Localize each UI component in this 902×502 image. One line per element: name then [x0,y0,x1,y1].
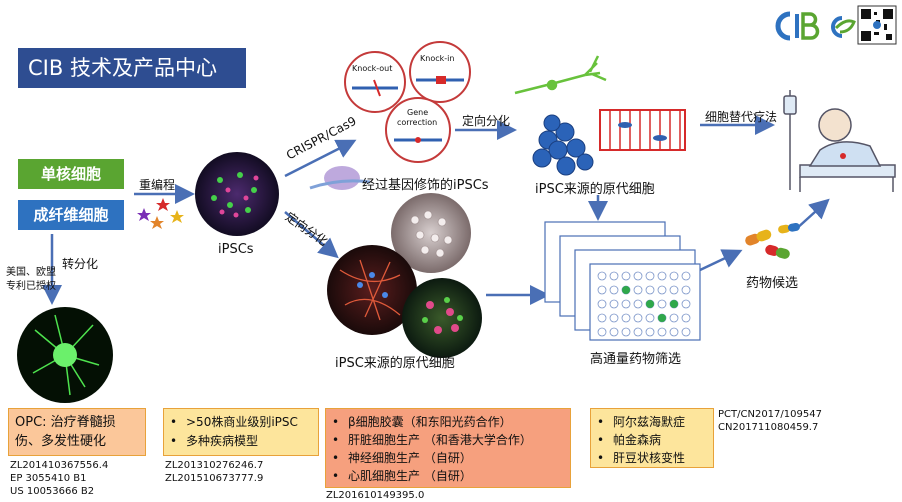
opc-line-1: OPC: 治疗脊髓损 [15,415,116,430]
cardiomyocyte-icon [599,109,686,151]
knock-in-diagram [409,41,471,103]
disease-item-2: 帕金森病 [597,431,707,449]
opc-application-box: OPC: 治疗脊髓损 伤、多发性硬化 [8,408,146,456]
patent-ipsc-1: ZL201310276246.7 [165,460,264,471]
cib-logo [775,11,820,41]
diff-item-2: 肝脏细胞生产 （和香港大学合作） [332,431,564,449]
primary-cells-bottom-label: iPSC来源的原代细胞 [335,356,455,371]
reprogram-label: 重编程 [139,178,176,192]
opc-line-2: 伤、多发性硬化 [15,434,107,449]
ipsc-products-box: >50株商业级别iPSC 多种疾病模型 [163,408,319,456]
drug-candidates-label: 药物候选 [746,276,799,291]
disease-models-box: 阿尔兹海默症 帕金森病 肝豆状核变性 [590,408,714,468]
transdiff-label: 转分化 [62,257,99,271]
patent-opc-2: EP 3055410 B1 [10,473,87,484]
patent-diff-1: ZL201610149395.0 [326,490,425,501]
patent-disease-2: CN201711080459.7 [718,422,819,433]
ipsc-colony [195,152,279,236]
patent-note-line1: 美国、欧盟 [6,267,56,278]
well-plate-icon [544,221,701,341]
diff-item-3: 神经细胞生产 （自研） [332,449,564,467]
mixed-cell-micrograph [402,278,482,358]
ipsc-item-2: 多种疾病模型 [170,432,312,451]
cas9-molecule-icon [309,166,371,190]
knock-out-diagram [344,51,406,113]
page-title: CIB 技术及产品中心 [18,48,246,88]
grey-cell-micrograph [391,193,471,273]
neuron-icon [514,55,607,95]
patent-note-line2: 专利已授权 [6,281,56,292]
diff-item-1: β细胞胶囊（和东阳光药合作） [332,413,564,431]
primary-cells-cluster [532,114,594,176]
primary-cells-top-label: iPSC来源的原代细胞 [535,182,655,197]
directed-diff-label-2: 定向分化 [462,114,511,128]
disease-item-1: 阿尔兹海默症 [597,413,707,431]
knock-in-label: Knock-in [420,54,455,63]
patent-disease-1: PCT/CN2017/109547 [718,409,822,420]
disease-item-3: 肝豆状核变性 [597,449,707,467]
patent-ipsc-2: ZL201510673777.9 [165,473,264,484]
gene-correction-label-2: correction [397,118,438,127]
gene-correction-label-1: Gene [407,108,429,117]
pill-icon [745,222,800,259]
neuron-micrograph [327,245,417,335]
gene-correction-diagram [385,97,451,163]
qr-code-icon [857,5,897,45]
ipscs-label: iPSCs [218,242,254,257]
ipsc-item-1: >50株商业级别iPSC [170,413,312,432]
patent-opc-3: US 10053666 B2 [10,486,95,497]
star-icon [137,198,184,229]
fibroblast-label: 成纤维细胞 [18,200,124,230]
cell-therapy-label: 细胞替代疗法 [705,110,778,124]
differentiation-products-box: β细胞胶囊（和东阳光药合作） 肝脏细胞生产 （和香港大学合作） 神经细胞生产 （… [325,408,571,488]
opc-micrograph [17,307,113,403]
patient-bed-icon [783,90,896,192]
monocyte-label: 单核细胞 [18,159,124,189]
edited-ipscs-label: 经过基因修饰的iPSCs [362,178,489,193]
knock-out-label: Knock-out [352,64,393,73]
cp-logo [831,16,856,38]
screening-label: 高通量药物筛选 [590,352,682,367]
patent-opc-1: ZL201410367556.4 [10,460,109,471]
flow-arrows [42,115,830,305]
diff-item-4: 心肌细胞生产 （自研） [332,467,564,485]
